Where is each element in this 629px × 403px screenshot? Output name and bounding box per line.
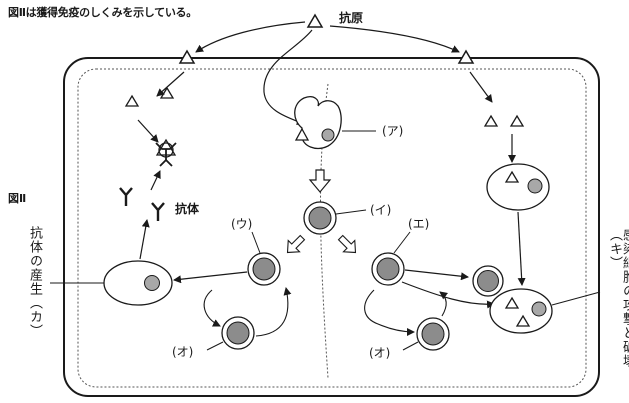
arrow-to-complex [138,120,158,142]
label-a: (ア) [382,124,403,138]
arrow-memory-to-b [256,288,288,336]
cell-nucleus [309,207,331,229]
leader-line-i [336,210,366,214]
plasma-cell [104,261,172,305]
label-e: (エ) [408,217,429,231]
antigen-icon [308,15,322,27]
label-u: (ウ) [231,217,252,231]
antigen-antibody-complex-icon [156,140,176,166]
leader-line-u [252,232,260,253]
leader-line-o-right [403,342,418,350]
cell-nucleus [422,323,444,345]
antigen-label: 抗原 [339,10,363,25]
arrow-antigen-left [196,22,305,52]
arrow-infected-progress [518,212,522,285]
cell-nucleus [532,302,546,316]
arrow-antigen-into-cell [470,72,492,102]
arrow-killer-to-effector [405,270,468,277]
leader-line-right [552,292,600,305]
arrow-b-to-plasma [174,272,247,280]
label-o-right: (オ) [369,346,390,360]
hollow-arrow-right-down-icon [335,232,361,258]
antigen-icon [126,96,138,106]
arrow-killer-to-memory [365,290,414,332]
arrow-antigen-inflow [157,72,184,96]
leader-line-o-left [207,342,223,350]
cell-nucleus [145,276,160,291]
arrow-antigen-right [330,26,459,52]
label-o-left: (オ) [172,345,193,359]
hollow-arrow-down-icon [310,170,330,192]
cell-nucleus [227,322,249,344]
antibody-label: 抗体 [175,201,200,216]
antibody-icon [152,203,164,221]
cell-nucleus [478,271,499,292]
cell-nucleus [322,129,334,141]
cell-nucleus [528,179,542,193]
arrow-plasma-to-antibody [140,220,147,259]
leader-line-e [394,232,410,253]
antibody-icon [120,188,132,206]
hollow-arrow-left-down-icon [282,232,308,258]
antigen-icon [511,116,523,126]
antigen-icon [485,116,497,126]
arrow-antibody-to-complex [151,171,160,190]
label-i: (イ) [370,203,391,217]
cell-nucleus [253,258,275,280]
arrow-b-to-memory [204,290,220,326]
antigen-icon [161,88,173,98]
cell-nucleus [377,258,399,280]
